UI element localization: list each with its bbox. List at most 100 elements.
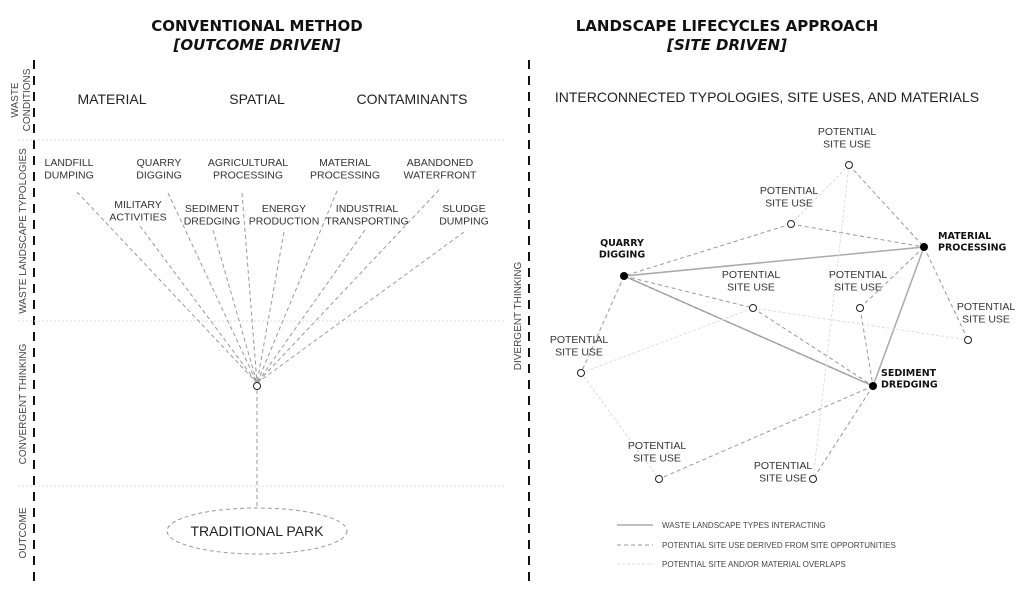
left-title: CONVENTIONAL METHOD bbox=[151, 17, 362, 35]
edge-dash bbox=[790, 223, 925, 248]
section-label: WASTE bbox=[10, 82, 21, 118]
fan-lines bbox=[76, 189, 465, 384]
typology-label-line: ENERGY bbox=[262, 203, 306, 215]
waste-type-label-line: SEDIMENT bbox=[881, 368, 937, 379]
network-edges bbox=[580, 164, 969, 480]
edge-dash bbox=[859, 307, 874, 387]
right-subtitle: [SITE DRIVEN] bbox=[666, 36, 787, 54]
waste-type-label-line: DIGGING bbox=[599, 249, 646, 260]
edge-light bbox=[812, 164, 850, 480]
fan-line bbox=[212, 229, 258, 384]
legend-item: POTENTIAL SITE USE DERIVED FROM SITE OPP… bbox=[662, 541, 896, 550]
edge-dash bbox=[859, 246, 925, 309]
site-use-node bbox=[655, 475, 663, 483]
typology-label-line: SEDIMENT bbox=[185, 203, 240, 215]
fan-line bbox=[256, 231, 465, 384]
waste-type-node bbox=[869, 382, 877, 390]
typology-label-line: AGRICULTURAL bbox=[208, 157, 288, 169]
fan-line bbox=[241, 192, 258, 384]
site-use-label-line: SITE USE bbox=[962, 314, 1010, 326]
typology-label-line: PRODUCTION bbox=[249, 216, 320, 228]
site-use-label-line: SITE USE bbox=[727, 282, 775, 294]
fan-line bbox=[76, 191, 258, 384]
fan-line bbox=[256, 229, 366, 384]
typology-label-line: QUARRY bbox=[137, 157, 182, 169]
legend-item: WASTE LANDSCAPE TYPES INTERACTING bbox=[662, 521, 826, 530]
fan-line bbox=[256, 189, 440, 384]
fan-line bbox=[256, 231, 285, 384]
typology-label-line: TRANSPORTING bbox=[325, 216, 408, 228]
edge-dash bbox=[623, 275, 754, 309]
section-label: DIVERGENT THINKING bbox=[513, 262, 524, 371]
edge-dash bbox=[752, 307, 874, 387]
site-use-node bbox=[845, 161, 853, 169]
typology-label-line: ACTIVITIES bbox=[109, 212, 166, 224]
convergence-node bbox=[253, 382, 261, 390]
site-use-label-line: POTENTIAL bbox=[760, 185, 819, 197]
waste-type-label-line: DREDGING bbox=[881, 379, 938, 390]
edge-light bbox=[580, 307, 754, 374]
site-use-node bbox=[577, 369, 585, 377]
waste-type-label-line: QUARRY bbox=[600, 238, 644, 249]
edge-light bbox=[790, 164, 850, 225]
edge-dash bbox=[848, 164, 925, 248]
waste-type-label-line: MATERIAL bbox=[938, 231, 991, 242]
edge-dash bbox=[580, 275, 625, 374]
edge-dash bbox=[658, 385, 874, 480]
site-use-node bbox=[856, 304, 864, 312]
legend-item: POTENTIAL SITE AND/OR MATERIAL OVERLAPS bbox=[662, 560, 846, 569]
site-use-label-line: SITE USE bbox=[823, 139, 871, 151]
section-label: WASTE LANDSCAPE TYPOLOGIES bbox=[18, 148, 29, 314]
condition-label: MATERIAL bbox=[78, 91, 147, 107]
typology-label-line: SLUDGE bbox=[442, 203, 485, 215]
edge-dash bbox=[623, 275, 874, 387]
right-heading: INTERCONNECTED TYPOLOGIES, SITE USES, AN… bbox=[555, 89, 979, 105]
site-use-label-line: POTENTIAL bbox=[550, 334, 609, 346]
site-use-node bbox=[809, 475, 817, 483]
section-label: OUTCOME bbox=[18, 507, 29, 558]
site-use-label-line: SITE USE bbox=[633, 453, 681, 465]
typology-label-line: WATERFRONT bbox=[404, 170, 477, 182]
fan-line bbox=[139, 225, 258, 384]
site-use-node bbox=[964, 336, 972, 344]
site-use-label-line: POTENTIAL bbox=[829, 269, 888, 281]
typology-label-line: MATERIAL bbox=[319, 157, 371, 169]
section-label: CONVERGENT THINKING bbox=[18, 343, 29, 464]
left-subtitle: [OUTCOME DRIVEN] bbox=[172, 36, 340, 54]
typology-label-line: ABANDONED bbox=[407, 157, 474, 169]
site-use-label-line: SITE USE bbox=[555, 347, 603, 359]
typology-label-line: DREDGING bbox=[184, 216, 241, 228]
typology-label-line: LANDFILL bbox=[44, 157, 93, 169]
site-use-node bbox=[749, 304, 757, 312]
edge-solid bbox=[623, 246, 925, 277]
site-use-label-line: SITE USE bbox=[834, 282, 882, 294]
condition-label: CONTAMINANTS bbox=[357, 91, 468, 107]
edge-dash bbox=[812, 385, 874, 480]
site-use-node bbox=[787, 220, 795, 228]
site-use-label-line: POTENTIAL bbox=[628, 440, 687, 452]
edge-light bbox=[752, 307, 969, 341]
outcome-ellipse bbox=[166, 507, 348, 555]
edge-light bbox=[580, 372, 660, 480]
